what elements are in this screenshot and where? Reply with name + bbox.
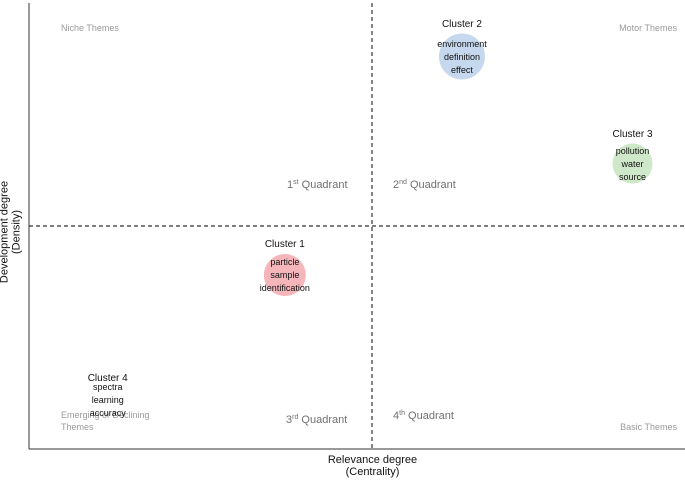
- x-axis-title-line2: (Centrality): [345, 466, 400, 478]
- y-axis-title-line2: (Density): [10, 210, 23, 255]
- corner-label-niche: Niche Themes: [61, 23, 119, 33]
- cluster-keywords-4: spectra learning accuracy: [68, 381, 148, 420]
- cluster-bubble-2: [438, 33, 485, 80]
- q3-num: 3: [286, 414, 293, 426]
- cluster-keyword: pollution: [615, 145, 650, 156]
- cluster-title-2: Cluster 2: [441, 18, 482, 30]
- cluster-keyword: sample: [270, 270, 300, 281]
- cluster-keyword: spectra: [92, 381, 123, 392]
- y-axis-title-line1: Development degree: [0, 180, 11, 284]
- q1-num: 1: [287, 179, 294, 191]
- quadrant-label-2: 2nd Quadrant: [393, 179, 456, 191]
- cluster-bubble-1: [263, 254, 306, 297]
- cluster-keyword: definition: [443, 51, 480, 62]
- q4-num: 4: [393, 410, 400, 422]
- cluster-keyword: learning: [91, 394, 124, 405]
- cluster-bubble-3: [612, 143, 653, 184]
- corner-label-basic: Basic Themes: [620, 422, 677, 432]
- q3-suffix: rd: [292, 414, 299, 421]
- cluster-keywords-1: particle sample identification: [245, 256, 325, 295]
- quadrant-label-1: 1st Quadrant: [287, 179, 348, 191]
- cluster-keyword: environment: [437, 38, 487, 49]
- q2-num: 2: [393, 179, 400, 191]
- cluster-keyword: effect: [451, 64, 473, 75]
- q2-suffix: nd: [399, 179, 407, 186]
- cluster-keyword: particle: [270, 257, 300, 268]
- q3-text: Quadrant: [301, 414, 348, 426]
- corner-label-emerging: Emerging or Declining Themes: [61, 410, 150, 432]
- q1-suffix: st: [293, 179, 299, 186]
- q2-text: Quadrant: [409, 179, 456, 191]
- quadrant-label-4: 4th Quadrant: [393, 410, 454, 422]
- cluster-keyword: identification: [259, 283, 310, 294]
- cluster-title-1: Cluster 1: [264, 239, 305, 251]
- corner-label-motor: Motor Themes: [619, 23, 677, 33]
- cluster-keyword: source: [619, 171, 647, 182]
- q1-text: Quadrant: [301, 179, 348, 191]
- q4-suffix: th: [399, 410, 405, 417]
- x-axis-title: Relevance degree (Centrality): [300, 454, 445, 478]
- cluster-keywords-3: pollution water source: [593, 145, 673, 184]
- cluster-bubbles: [263, 33, 653, 297]
- cluster-keywords-2: environment definition effect: [422, 38, 502, 77]
- cluster-keyword: accuracy: [89, 407, 126, 418]
- cluster-title-3: Cluster 3: [612, 128, 653, 140]
- quadrant-label-3: 3rd Quadrant: [286, 414, 347, 426]
- q4-text: Quadrant: [408, 410, 454, 422]
- cluster-keyword: water: [621, 158, 644, 169]
- x-axis-title-line1: Relevance degree: [327, 454, 418, 466]
- y-axis-title: Development degree (Density): [0, 160, 23, 305]
- cluster-title-4: Cluster 4: [87, 372, 128, 384]
